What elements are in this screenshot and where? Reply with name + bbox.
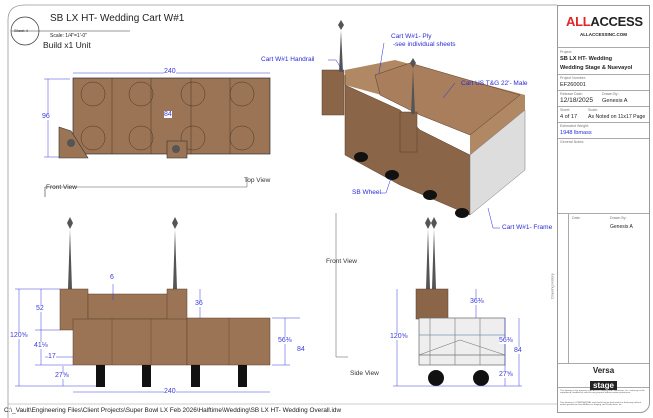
release-date: 12/18/2025 <box>560 97 594 104</box>
callout-tg: Cart US T&G 22'- Male <box>461 80 528 87</box>
build-quantity: Build x1 Unit <box>43 40 91 50</box>
dim-top-center: 84 <box>164 111 172 118</box>
dim-top-depth: 96 <box>42 113 50 120</box>
project-label: Project: <box>560 50 573 54</box>
dim-front-84: 84 <box>297 346 305 353</box>
sheet-count: 4 of 17 <box>560 114 578 120</box>
title-block: ALLACCESS ALLACCESSINC.COM Project: SB L… <box>551 5 650 413</box>
stage-text: stage <box>590 381 617 390</box>
confidential-notice: This drawing is CONFIDENTIAL and should … <box>560 402 642 406</box>
side-view <box>335 213 522 387</box>
scale-label: Scale: <box>588 108 598 112</box>
history-label: Drawing History <box>550 273 555 299</box>
front-view <box>15 217 300 393</box>
drawing-title: SB LX HT- Wedding Cart W#1 <box>50 13 185 24</box>
legal-notice: This drawing is the property of All Acce… <box>560 390 645 394</box>
project-number: EF260001 <box>560 82 586 88</box>
drawn-by: Genesis A <box>602 98 628 104</box>
scale-value: As Noted on 11x17 Page <box>588 114 646 120</box>
file-path: C:\_Vault\Engineering Files\Client Proje… <box>4 407 342 414</box>
callout-wheel: SB Wheel <box>352 189 381 196</box>
dim-front-27: 27⅝ <box>55 372 69 379</box>
history-drawn-label: Drawn By: <box>610 216 627 220</box>
callout-ply: Cart W#1- Ply <box>391 33 432 40</box>
side-front-view-label: Front View <box>326 258 357 265</box>
estimated-weight: 1948 lbmass <box>560 130 592 136</box>
dim-side-84: 84 <box>514 347 522 354</box>
history-date-label: Date: <box>572 216 581 220</box>
front-view-arrow-label: Front View <box>46 184 77 191</box>
dim-front-120: 120⅝ <box>10 332 28 339</box>
side-view-label: Side View <box>350 370 379 377</box>
sheet-number: Sheet 4 <box>14 28 28 33</box>
project-name: SB LX HT- Wedding <box>560 56 613 62</box>
dim-front-52: 52 <box>36 305 44 312</box>
top-view <box>44 72 271 197</box>
isometric-view <box>321 20 526 229</box>
callout-handrail: Cart W#1 Handrail <box>261 56 315 63</box>
company-website: ALLACCESSINC.COM <box>580 32 627 37</box>
dim-front-41: 41⅛ <box>34 342 48 349</box>
versastage-logo: Versa stage <box>558 364 649 390</box>
dim-front-56: 56⅜ <box>278 337 292 344</box>
dim-side-120: 120⅝ <box>390 333 408 340</box>
dim-front-36: 36 <box>195 300 203 307</box>
drawn-label: Drawn By: <box>602 92 619 96</box>
dim-front-240: 240 <box>164 388 176 395</box>
weight-label: Estimated Weight: <box>560 124 590 128</box>
versa-text: Versa <box>592 366 615 375</box>
dim-top-width: 240 <box>164 68 176 75</box>
callout-frame: Cart W#1- Frame <box>502 224 553 231</box>
project-number-label: Project Number: <box>560 76 586 80</box>
project-subtitle: Wedding Stage & Nuevayol <box>560 65 633 71</box>
notes-label: General Notes: <box>560 140 585 144</box>
dim-front-6: 6 <box>110 274 114 281</box>
dim-front-17: 17 <box>48 353 56 360</box>
release-label: Release Date: <box>560 92 583 96</box>
callout-ply-note: -see individual sheets <box>393 41 456 48</box>
company-logo: ALLACCESS <box>566 14 643 29</box>
top-view-label: Top View <box>244 177 271 184</box>
drawing-scale: Scale: 1/4"=1'-0" <box>50 33 87 39</box>
dim-side-56: 56⅜ <box>499 337 513 344</box>
dim-side-36: 36⅜ <box>470 298 484 305</box>
dim-side-27: 27⅝ <box>499 371 513 378</box>
history-drawn-by: Genesis A <box>610 224 633 230</box>
sheet-label: Sheet: <box>560 108 571 112</box>
